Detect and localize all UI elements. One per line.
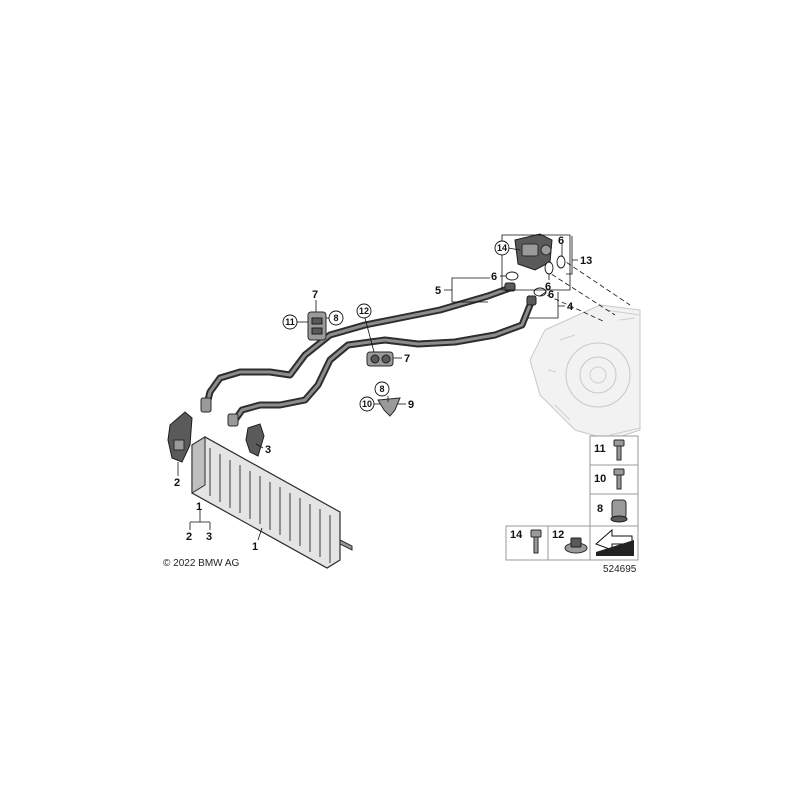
leader-4 [528, 292, 565, 319]
clip-9 [377, 397, 401, 417]
hose-holder-lower [366, 351, 394, 367]
callout-3-bracket: 3 [265, 444, 271, 456]
hose-end-fitting-upper [504, 282, 516, 292]
callout-circle-10 [359, 396, 375, 412]
callout-5: 5 [435, 285, 441, 297]
dash-line-3 [539, 291, 606, 323]
bolt-10-icon [613, 468, 625, 490]
callout-4: 4 [567, 301, 574, 313]
callout-13: 13 [580, 255, 592, 267]
callout-9: 9 [408, 399, 414, 411]
callout-circle-8-upper [328, 310, 344, 326]
leader-14 [501, 234, 571, 291]
leader-3 [255, 443, 264, 449]
leader-13 [566, 236, 578, 275]
legend-label-10: 10 [594, 473, 606, 485]
callout-11: 11 [285, 317, 295, 327]
hose-end-fitting-lower [526, 295, 537, 306]
legend-label-8: 8 [597, 503, 603, 515]
bracket-3 [245, 423, 265, 457]
callout-7-upper: 7 [312, 289, 318, 301]
leader-6d [539, 291, 547, 297]
leader-12 [364, 317, 375, 353]
hose-connector-left [200, 397, 212, 413]
callout-7-lower: 7 [404, 353, 410, 365]
hose-holder-upper [307, 311, 327, 341]
leader-1-group [189, 510, 211, 530]
dash-line-2 [544, 269, 616, 316]
hose-upper [202, 284, 514, 412]
callout-14: 14 [497, 243, 507, 253]
callout-circle-8-lower [374, 381, 390, 397]
bushing-8-icon [610, 499, 628, 523]
copyright-text: © 2022 BMW AG [163, 558, 240, 569]
bolt-14-icon [530, 529, 542, 554]
o-ring-6b [544, 261, 554, 275]
o-ring-6a [505, 271, 519, 281]
legend-label-11: 11 [594, 443, 606, 455]
transmission-ghost [529, 304, 641, 441]
callout-circle-12 [356, 303, 372, 319]
leader-1-cooler [257, 527, 263, 541]
callout-12: 12 [359, 306, 369, 316]
callout-1-cooler: 1 [252, 541, 258, 553]
o-ring-6c [556, 255, 566, 269]
callout-6a: 6 [491, 271, 497, 283]
transmission-oil-cooler [191, 436, 353, 569]
callout-10: 10 [362, 399, 372, 409]
callout-8-upper: 8 [333, 313, 338, 323]
leader-5 [444, 277, 490, 303]
diagram-id: 524695 [603, 564, 637, 575]
callout-6b: 6 [545, 281, 551, 293]
callout-3-group: 3 [206, 531, 212, 543]
legend-label-12: 12 [552, 529, 564, 541]
fastener-legend: 11 10 8 14 12 [505, 435, 639, 561]
bolt-11-icon [613, 439, 625, 461]
callout-2-group: 2 [186, 531, 192, 543]
nut-12-icon [564, 537, 588, 554]
callout-6c: 6 [558, 235, 564, 247]
callout-1-group: 1 [196, 501, 202, 513]
hose-connector-right [227, 413, 239, 427]
callout-circle-14 [494, 240, 510, 256]
callout-circle-11 [282, 314, 298, 330]
callout-8-lower: 8 [379, 384, 384, 394]
bracket-2 [167, 411, 193, 463]
dash-line-1 [559, 257, 631, 306]
legend-label-14: 14 [510, 529, 523, 541]
arrow-tool-icon [595, 528, 634, 556]
callout-2-bracket: 2 [174, 477, 180, 489]
callout-6d: 6 [548, 289, 554, 301]
hose-lower [231, 296, 536, 424]
